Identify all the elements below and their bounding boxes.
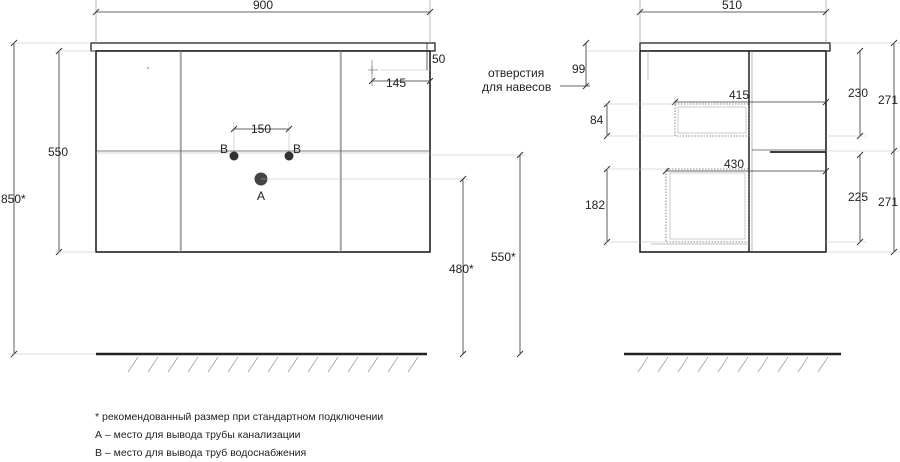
hanger-holes-label-line1: отверстия xyxy=(488,66,544,80)
front-view: 900 850* 550 145 50 150 xyxy=(1,0,525,373)
cabinet-height-label: 550 xyxy=(48,145,68,159)
hanger-holes-label-line2: для навесов xyxy=(482,80,551,94)
upper-front-label: 230 xyxy=(848,86,868,100)
side-countertop xyxy=(639,42,831,52)
water-supply-point-right xyxy=(284,151,294,161)
drain-height-label: 480* xyxy=(449,262,474,276)
front-countertop xyxy=(90,42,436,52)
water-supply-point-left xyxy=(229,151,239,161)
marker-b-left-label: B xyxy=(220,142,228,156)
note-drain-point: А – место для вывода трубы канализации xyxy=(95,429,301,441)
lower-drawer-height-label: 182 xyxy=(585,198,605,212)
lower-section-label: 271 xyxy=(878,195,898,209)
front-cabinet-body xyxy=(95,50,431,253)
hanger-vertical-offset-label: 50 xyxy=(432,52,446,66)
marker-a-label: A xyxy=(257,189,265,203)
marker-b-right-label: B xyxy=(293,142,301,156)
side-view: 510 отверстия для навесов 99 415 430 84 xyxy=(482,0,900,373)
upper-section-label: 271 xyxy=(878,93,898,107)
front-width-label: 900 xyxy=(253,0,273,12)
note-water-supply-point: В – место для вывода труб водоснабжения xyxy=(95,447,307,459)
note-recommended-size: * рекомендованный размер при стандартном… xyxy=(95,411,384,423)
side-floor-hatching xyxy=(637,356,829,373)
side-depth-label: 510 xyxy=(722,0,742,12)
pipe-spacing-label: 150 xyxy=(251,122,271,136)
lower-drawer-depth-label: 430 xyxy=(724,157,744,171)
upper-drawer-height-label: 84 xyxy=(590,113,604,127)
front-floor-hatching xyxy=(127,356,419,373)
lower-front-label: 225 xyxy=(848,190,868,204)
total-height-label: 850* xyxy=(1,192,26,206)
upper-drawer-outline xyxy=(674,103,750,137)
hanger-depth-label: 99 xyxy=(572,62,586,76)
hanger-horizontal-offset-label: 145 xyxy=(386,76,406,90)
legend-notes: * рекомендованный размер при стандартном… xyxy=(95,408,383,462)
upper-drawer-depth-label: 415 xyxy=(729,88,749,102)
hang-height-label: 550* xyxy=(491,250,516,264)
